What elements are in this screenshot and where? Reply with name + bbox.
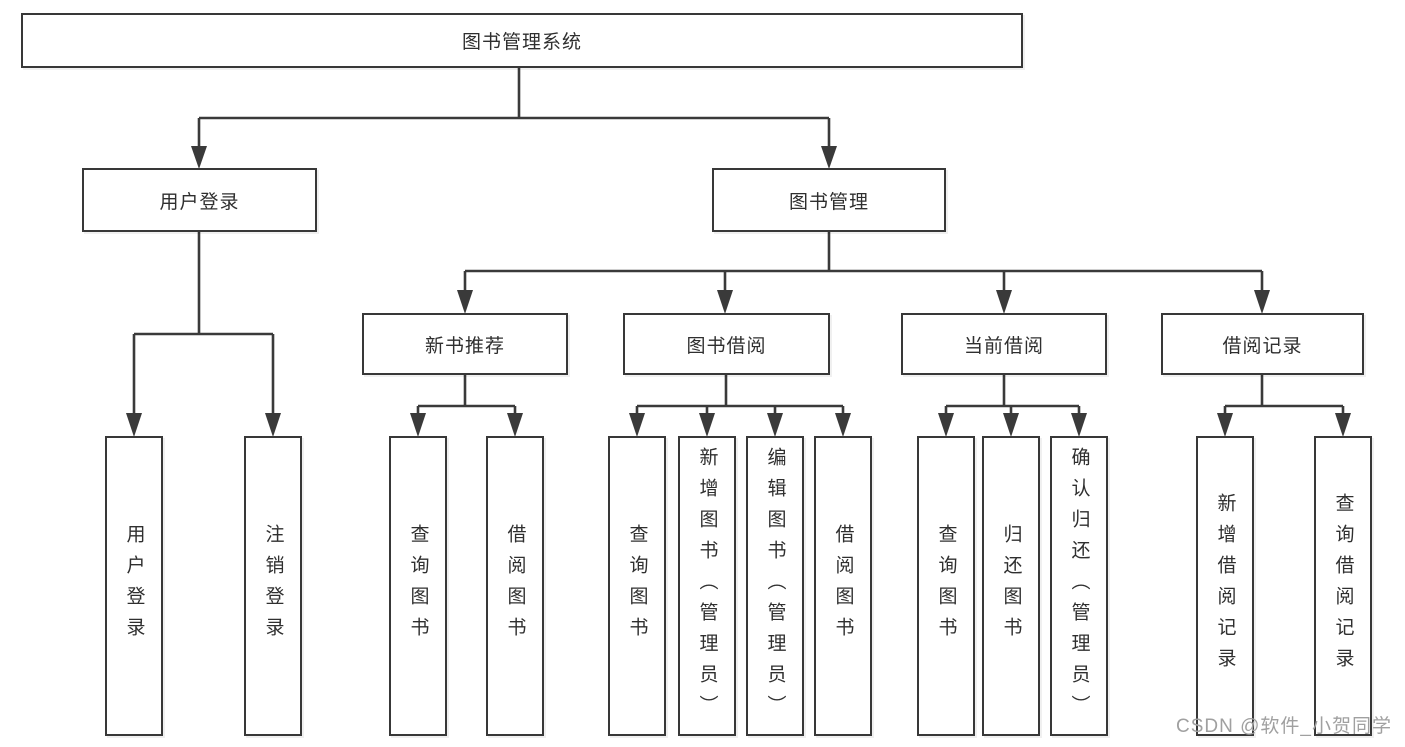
arrowhead-down: [1335, 413, 1351, 437]
leaf-user-login: 用户登录: [105, 436, 163, 736]
leaf-add-books-admin: 新增图书（管理员）: [678, 436, 736, 736]
connector-book-borrowing-lines: [635, 375, 845, 416]
arrowhead-down: [265, 413, 281, 437]
arrowhead-down: [507, 413, 523, 437]
node-current-borrowing: 当前借阅: [901, 313, 1107, 375]
connector-root: [191, 68, 837, 169]
connector-root-lines: [197, 68, 831, 150]
watermark: CSDN @软件_小贺同学: [1176, 716, 1392, 737]
connector-new-book-recommend: [410, 375, 523, 437]
node-book-management-label: 图书管理: [788, 191, 869, 213]
leaf-borrow-books-1: 借阅图书: [486, 436, 544, 736]
leaf-borrow-books-2: 借阅图书: [814, 436, 872, 736]
node-new-book-recommend-label: 新书推荐: [424, 335, 505, 357]
connector-book-borrowing: [629, 375, 851, 437]
leaf-query-books-3-label: 查询图书: [935, 524, 957, 648]
node-user-login-label: 用户登录: [159, 191, 240, 213]
connector-current-borrowing: [938, 375, 1087, 437]
connector-book-management-lines: [463, 232, 1264, 293]
node-new-book-recommend: 新书推荐: [362, 313, 568, 375]
arrowhead-down: [767, 413, 783, 437]
leaf-confirm-return-admin: 确认归还（管理员）: [1050, 436, 1108, 736]
node-book-management: 图书管理: [712, 168, 946, 232]
leaf-logout-label: 注销登录: [262, 524, 284, 648]
arrowhead-down: [717, 290, 733, 314]
leaf-user-login-label: 用户登录: [123, 524, 145, 648]
leaf-query-books-2: 查询图书: [608, 436, 666, 736]
node-root: 图书管理系统: [21, 13, 1023, 68]
leaf-query-borrow-record-label: 查询借阅记录: [1332, 493, 1354, 679]
arrowhead-down: [821, 146, 837, 169]
node-borrowing-records: 借阅记录: [1161, 313, 1364, 375]
connector-borrowing-records-lines: [1223, 375, 1345, 416]
arrowhead-down: [699, 413, 715, 437]
arrowhead-down: [629, 413, 645, 437]
node-current-borrowing-label: 当前借阅: [963, 335, 1044, 357]
arrowhead-down: [410, 413, 426, 437]
arrowhead-down: [126, 413, 142, 437]
arrowhead-down: [835, 413, 851, 437]
node-user-login: 用户登录: [82, 168, 317, 232]
connector-new-book-recommend-lines: [416, 375, 517, 416]
connector-book-management: [457, 232, 1270, 314]
leaf-return-books-label: 归还图书: [1000, 524, 1022, 648]
arrowhead-down: [1003, 413, 1019, 437]
leaf-borrow-books-1-label: 借阅图书: [504, 524, 526, 648]
connector-current-borrowing-lines: [944, 375, 1081, 416]
arrowhead-down: [457, 290, 473, 314]
node-borrowing-records-label: 借阅记录: [1222, 335, 1303, 357]
leaf-query-books-2-label: 查询图书: [626, 524, 648, 648]
leaf-return-books: 归还图书: [982, 436, 1040, 736]
leaf-query-books-3: 查询图书: [917, 436, 975, 736]
leaf-add-books-admin-label: 新增图书（管理员）: [696, 446, 718, 726]
node-root-label: 图书管理系统: [461, 32, 582, 53]
leaf-edit-books-admin: 编辑图书（管理员）: [746, 436, 804, 736]
leaf-add-borrow-record: 新增借阅记录: [1196, 436, 1254, 736]
leaf-borrow-books-2-label: 借阅图书: [832, 524, 854, 648]
connector-user-login-lines: [132, 232, 275, 416]
arrowhead-down: [938, 413, 954, 437]
leaf-query-books-1: 查询图书: [389, 436, 447, 736]
arrowhead-down: [1217, 413, 1233, 437]
leaf-logout: 注销登录: [244, 436, 302, 736]
leaf-add-borrow-record-label: 新增借阅记录: [1214, 493, 1236, 679]
connector-user-login: [126, 232, 281, 437]
leaf-edit-books-admin-label: 编辑图书（管理员）: [764, 446, 786, 726]
leaf-query-books-1-label: 查询图书: [407, 524, 429, 648]
arrowhead-down: [191, 146, 207, 169]
node-book-borrowing: 图书借阅: [623, 313, 830, 375]
leaf-confirm-return-admin-label: 确认归还（管理员）: [1068, 446, 1090, 726]
arrowhead-down: [1071, 413, 1087, 437]
node-book-borrowing-label: 图书借阅: [686, 335, 767, 357]
arrowhead-down: [996, 290, 1012, 314]
connector-borrowing-records: [1217, 375, 1351, 437]
leaf-query-borrow-record: 查询借阅记录: [1314, 436, 1372, 736]
arrowhead-down: [1254, 290, 1270, 314]
